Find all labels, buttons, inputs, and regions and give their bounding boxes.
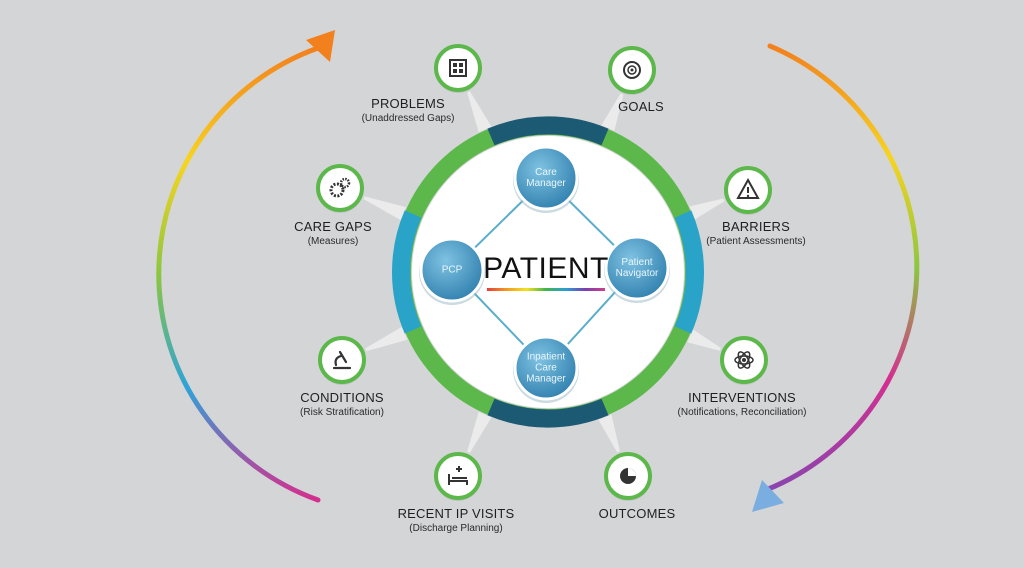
node-circle [318, 336, 366, 384]
node-outcomes [604, 452, 652, 501]
target-icon [623, 61, 641, 79]
node-circle [316, 164, 364, 212]
right-cycle-arc [763, 43, 920, 493]
spoke-outcomes [598, 414, 620, 453]
role-bubble-inpatient-care-manager [513, 335, 579, 401]
microscope-icon [332, 350, 352, 370]
node-title: BARRIERS [721, 219, 791, 234]
hospital-bed-icon [448, 466, 468, 485]
ring-bottom-dark [487, 398, 609, 428]
node-title: PROBLEMS [371, 96, 445, 111]
node-title: OUTCOMES [598, 506, 676, 521]
ring-left-blue [391, 210, 422, 334]
node-goals [608, 46, 656, 95]
node-title: CARE GAPS [294, 219, 372, 234]
node-interventions [720, 336, 768, 385]
spokes [363, 91, 725, 453]
node-label-outcomes: OUTCOMES [599, 506, 676, 521]
spoke-interventions [687, 329, 721, 351]
node-label-interventions: INTERVENTIONS (Notifications, Reconcilia… [678, 390, 807, 418]
node-circle [434, 452, 482, 500]
spoke-barriers [689, 198, 725, 220]
node-label-care-gaps: CARE GAPS (Measures) [294, 219, 372, 247]
node-subtitle: (Risk Stratification) [300, 407, 384, 418]
spoke-recent-ip-visits [467, 411, 492, 453]
node-title: RECENT IP VISITS [397, 506, 515, 521]
spoke-problems [467, 91, 492, 133]
warning-icon [736, 177, 760, 199]
role-bubbles [419, 145, 670, 403]
icon-nodes [316, 44, 772, 501]
spoke-conditions [365, 326, 408, 352]
node-label-conditions: CONDITIONS (Risk Stratification) [300, 390, 384, 418]
node-subtitle: (Discharge Planning) [409, 523, 503, 534]
node-subtitle: (Notifications, Reconciliation) [677, 407, 807, 418]
node-recent-ip-visits [434, 452, 482, 501]
left-cycle-arc [156, 45, 321, 503]
right-arrowhead-icon [752, 480, 784, 512]
gears-icon [329, 177, 351, 198]
node-title: GOALS [618, 99, 664, 114]
ring-right-blue [674, 210, 705, 334]
node-conditions [318, 336, 366, 385]
role-bubble-pcp [419, 237, 485, 303]
node-subtitle: (Patient Assessments) [706, 236, 806, 247]
patient-rainbow-underline [487, 288, 605, 291]
node-title: CONDITIONS [300, 390, 384, 405]
role-bubble-care-manager [513, 145, 579, 211]
node-label-recent-ip-visits: RECENT IP VISITS (Discharge Planning) [398, 506, 515, 534]
node-label-problems: PROBLEMS (Unaddressed Gaps) [362, 96, 455, 124]
role-bubble-patient-navigator [604, 235, 670, 301]
outer-ring [391, 116, 705, 428]
node-subtitle: (Measures) [307, 236, 359, 247]
ring-top-dark [487, 116, 609, 146]
node-problems [434, 44, 482, 93]
node-subtitle: (Unaddressed Gaps) [361, 113, 455, 124]
pie-icon [620, 468, 636, 484]
spoke-goals [601, 93, 624, 131]
node-title: INTERVENTIONS [688, 390, 796, 405]
node-circle [434, 44, 482, 92]
node-barriers [724, 166, 772, 215]
spoke-care-gaps [363, 196, 406, 221]
node-care-gaps [316, 164, 364, 213]
node-label-goals: GOALS [618, 99, 664, 114]
checklist-icon [449, 59, 467, 77]
inner-white-disc [412, 136, 684, 408]
node-label-barriers: BARRIERS (Patient Assessments) [706, 219, 805, 247]
left-arrowhead-icon [306, 30, 335, 62]
patient-title: PATIENT [483, 252, 609, 285]
atom-icon [734, 351, 754, 369]
role-label-pcp: PCP [441, 264, 463, 276]
